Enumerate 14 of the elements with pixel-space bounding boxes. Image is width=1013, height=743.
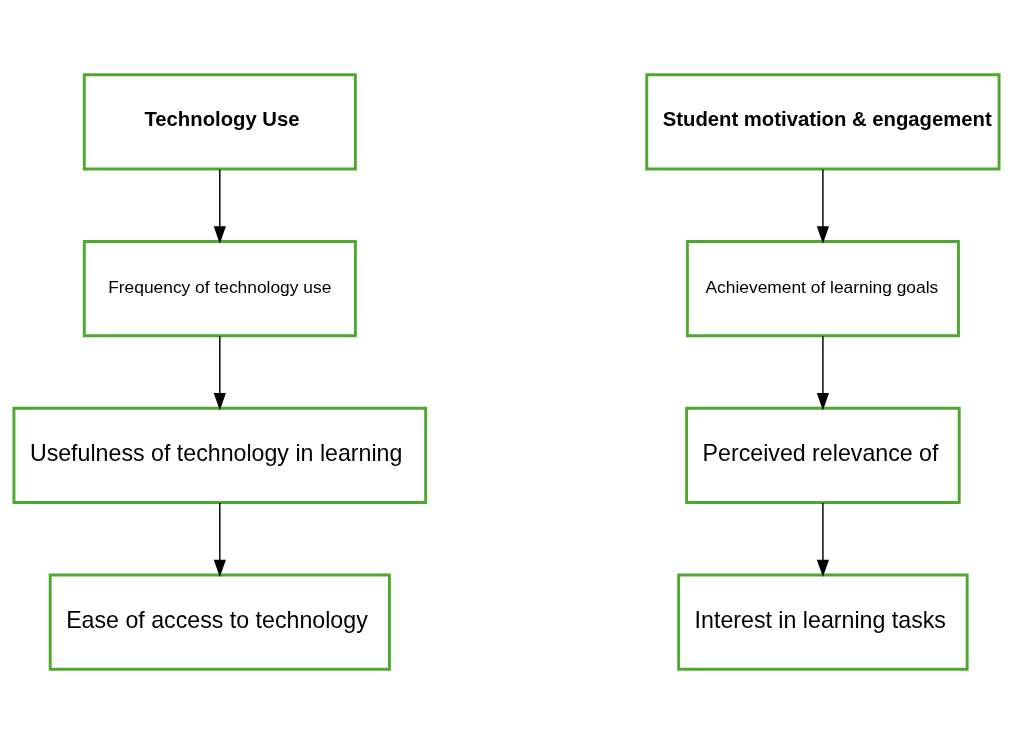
node-box: Usefulness of technology in learning [12,406,428,504]
arrow [816,501,829,577]
node-box: Perceived relevance of [685,406,961,504]
arrow [816,334,829,410]
arrow [213,334,226,410]
arrow [213,501,226,577]
node-box: Student motivation & engagement [645,72,1001,170]
arrow [816,168,829,244]
node-box: Frequency of technology use [82,239,357,337]
node-box: Technology Use [82,72,357,170]
arrow [213,168,226,244]
node-box: Ease of access to technology [48,573,391,671]
node-box: Interest in learning tasks [677,573,969,671]
node-box: Achievement of learning goals [685,239,960,337]
